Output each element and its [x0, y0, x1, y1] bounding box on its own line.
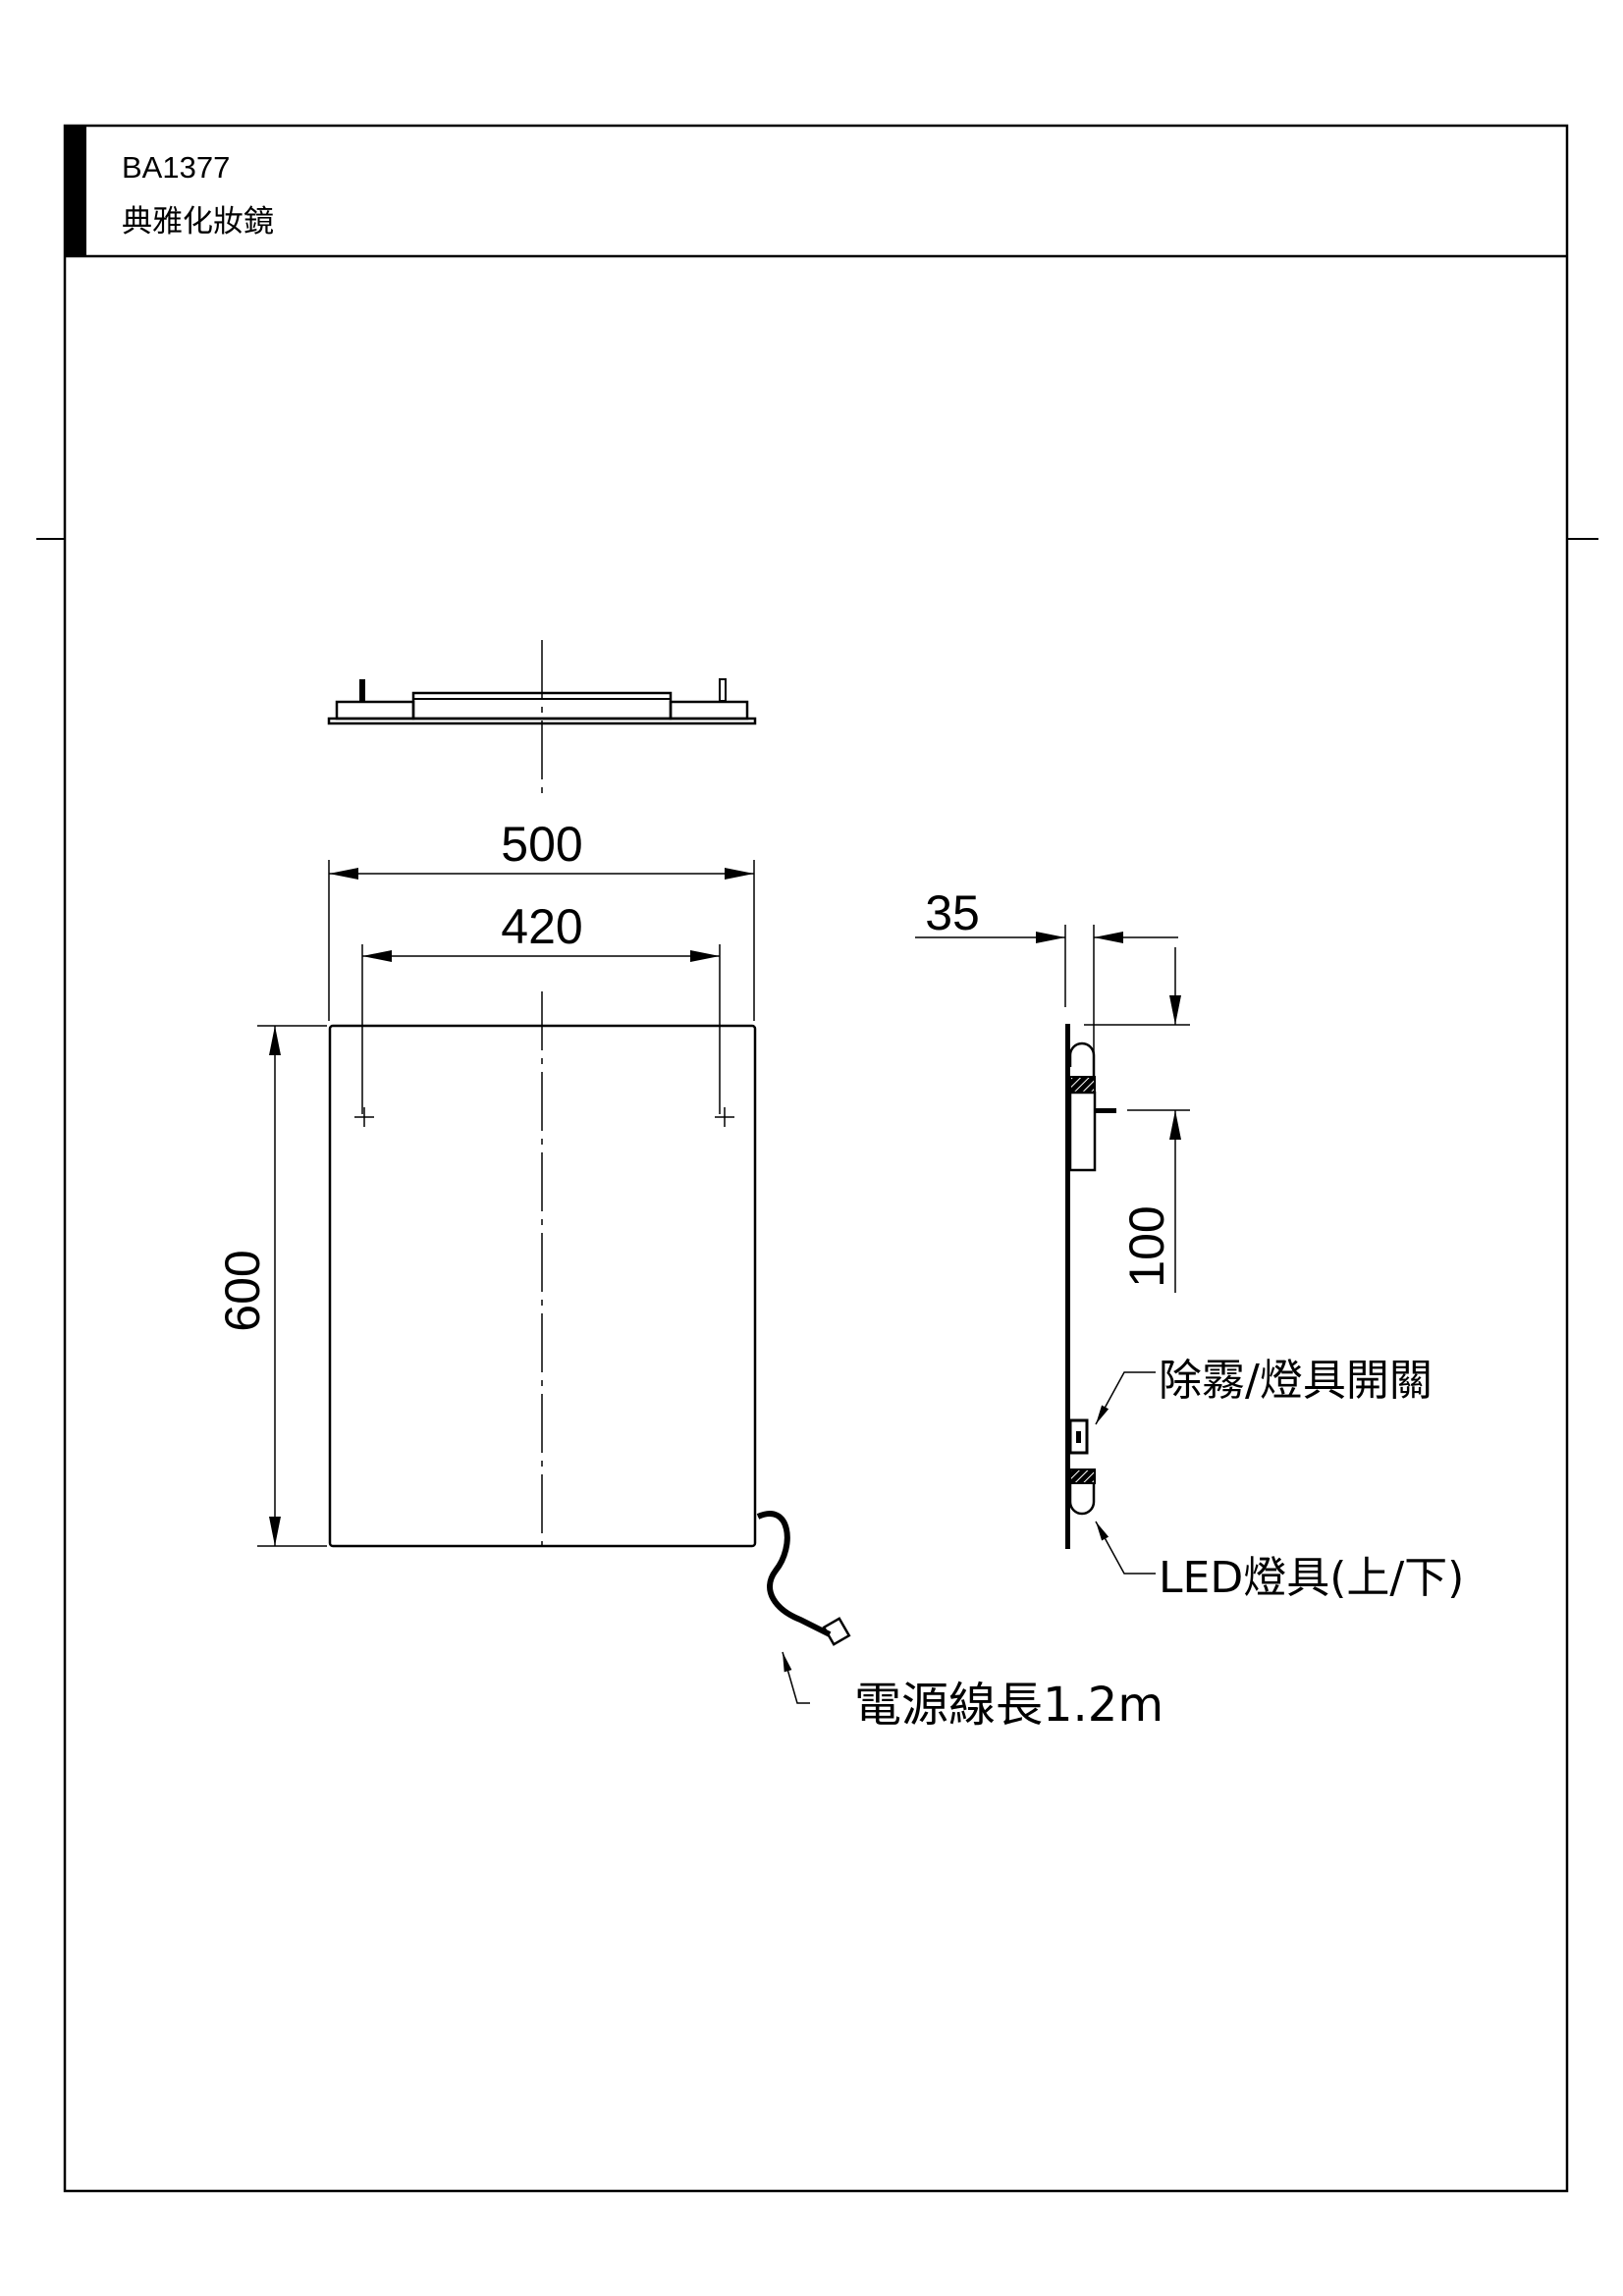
dim-35-label: 35	[925, 885, 980, 940]
mount-offset-dimension	[1084, 947, 1190, 1293]
led-leader	[1095, 1521, 1156, 1575]
power-cord-leader	[782, 1651, 810, 1704]
width-dimension	[328, 860, 755, 1114]
depth-dimension	[915, 925, 1178, 1065]
switch-leader	[1095, 1371, 1156, 1425]
side-view	[1065, 1024, 1116, 1549]
dim-100-label: 100	[1119, 1205, 1174, 1287]
front-view-mirror	[328, 991, 851, 1646]
model-number: BA1377	[122, 150, 230, 185]
title-frame	[36, 124, 1598, 2193]
dim-500-label: 500	[501, 817, 582, 872]
mount-hole-marks	[354, 1107, 734, 1127]
header-bar	[65, 126, 86, 256]
height-dimension	[257, 1025, 327, 1547]
led-label: LED燈具(上/下)	[1159, 1553, 1464, 1603]
switch-label: 除霧/燈具開關	[1159, 1356, 1433, 1406]
dim-600-label: 600	[215, 1250, 270, 1331]
product-name: 典雅化妝鏡	[122, 204, 274, 240]
dim-420-label: 420	[501, 899, 582, 954]
power-cord-label: 電源線長1.2m	[854, 1678, 1163, 1733]
power-plug	[822, 1617, 851, 1646]
top-view	[327, 640, 757, 793]
